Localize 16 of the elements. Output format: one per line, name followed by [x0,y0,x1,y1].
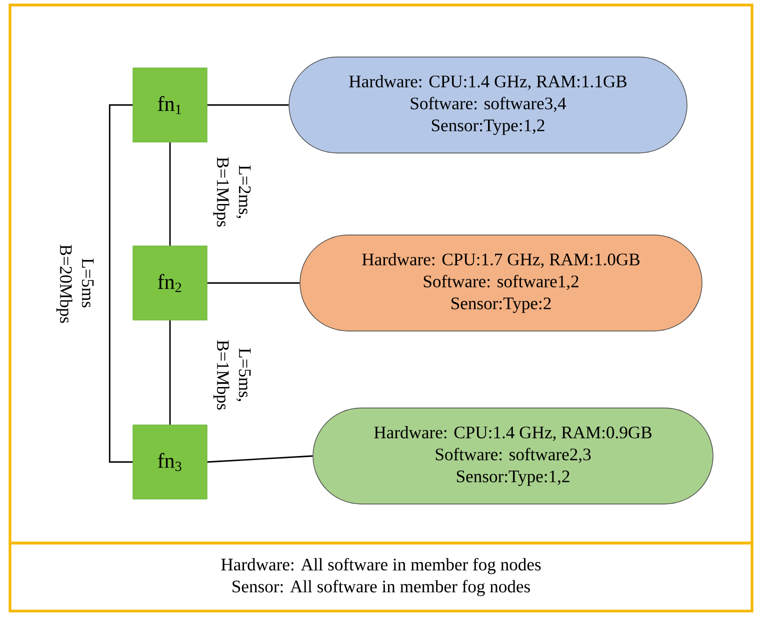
connector-line [169,142,171,246]
resource-pill: Hardware: CPU:1.4 GHz, RAM:0.9GB Software: software2,3 Sensor:Type:1,2 [312,408,714,504]
resource-pill: Hardware: CPU:1.7 GHz, RAM:1.0GB Software: software1,2 Sensor:Type:2 [300,234,702,332]
summary-panel: Hardware: All software in member fog nodes Sensor: All software in member fog nodes [8,542,754,612]
fog-node-box: fn$_{3}$ [132,424,208,500]
connector-line [207,104,289,106]
edge-label: L=2ms, B=1Mbps [212,152,252,232]
connector-line [207,282,300,284]
resource-pill: Hardware: CPU:1.4 GHz, RAM:1.1GB Software: software3,4 Sensor:Type:1,2 [288,56,688,154]
fog-node-box: fn$_{2}$ [132,246,208,320]
connector-line [108,104,133,463]
connector-line [207,455,313,463]
edge-label: L=5ms, B=1Mbps [212,334,252,416]
connector-line [169,320,171,425]
fog-node-box: fn$_{1}$ [132,68,208,142]
edge-label: L=5ms B=20Mbps [54,242,96,324]
